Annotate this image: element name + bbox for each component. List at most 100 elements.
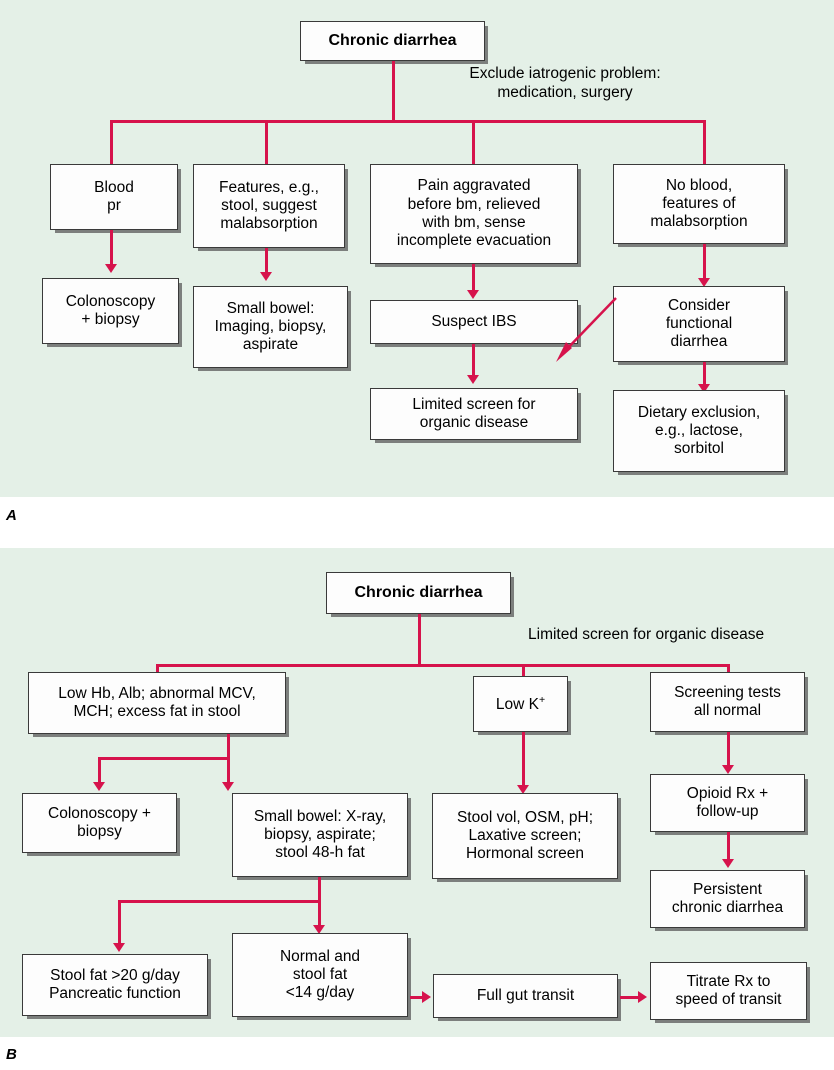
connector-lowhb-down [227,734,230,759]
node-pain-aggravated: Pain aggravated before bm, relieved with… [370,164,578,264]
node-label: Full gut transit [476,986,575,1004]
connector-branch-3-b [727,664,730,678]
arrowhead-lowk-to-stoolvol [517,785,529,794]
connector-distributor-b [156,664,728,667]
node-label-line-2: follow-up [696,803,759,820]
connector-lowk-to-stoolvol [522,732,525,788]
node-consider-functional-diarrhea: Consider functional diarrhea [613,286,785,362]
node-label-line-1: Normal and [279,947,361,965]
connector-distributor-a [110,120,705,123]
annotation-limited-screen-b: Limited screen for organic disease [528,626,828,645]
arrowhead-consider-to-dietary [698,384,710,393]
node-colonoscopy-biopsy-b: Colonoscopy + biopsy [22,793,177,853]
node-persistent-chronic-diarrhea: Persistent chronic diarrhea [650,870,805,928]
node-label-line-1: Persistent [693,880,762,898]
node-titrate-rx: Titrate Rx to speed of transit [650,962,807,1020]
connector-branch-2-a [265,120,268,164]
node-stool-vol-osm-ph: Stool vol, OSM, pH; Laxative screen; Hor… [432,793,618,879]
node-label-line-2: organic disease [419,414,529,431]
node-low-hb-alb: Low Hb, Alb; abnormal MCV, MCH; excess f… [28,672,286,734]
superscript-plus: + [538,693,546,706]
node-dietary-exclusion: Dietary exclusion, e.g., lactose, sorbit… [613,390,785,472]
connector-smallbowel-to-stoolfat [118,900,121,946]
arrowhead-features-to-smallbowel [260,272,272,281]
panel-label-a: A [6,507,17,524]
connector-smallbowel-down [318,877,321,903]
node-label-line-1: Titrate Rx to [686,972,771,990]
node-label-line-2: all normal [693,702,762,719]
node-screening-tests-normal: Screening tests all normal [650,672,805,732]
connector-branch-1-b [156,664,159,674]
connector-trunk-a [392,61,395,122]
node-label: Suspect IBS [431,312,517,330]
node-label-line-2: stool, suggest [221,196,317,214]
node-stool-fat-high: Stool fat >20 g/day Pancreatic function [22,954,208,1016]
node-label-line-2: e.g., lactose, [655,421,743,439]
node-chronic-diarrhea-a: Chronic diarrhea [300,21,485,61]
connector-smallbowel-split-bar [118,900,321,903]
panel-label-b: B [6,1046,17,1063]
annotation-exclude-iatrogenic: Exclude iatrogenic problem: medication, … [400,65,730,102]
node-label-line-3: diarrhea [670,333,728,351]
connector-pain-to-ibs [472,264,475,294]
node-full-gut-transit: Full gut transit [433,974,618,1018]
arrowhead-lowhb-to-colonoscopy [93,782,105,791]
node-label-line-2: biopsy [77,823,122,840]
node-label-line-1: Blood [94,178,134,196]
node-label-line-3: malabsorption [220,215,318,233]
node-label-line-1: Colonoscopy + [48,804,151,822]
connector-smallbowel-to-normal [318,900,321,928]
connector-branch-2-b [522,664,525,678]
arrowhead-normal-to-fullgut [422,991,431,1003]
node-label-line-3: Hormonal screen [465,845,584,863]
node-label-line-1: Pain aggravated [417,177,531,195]
connector-opioid-to-persistent [727,832,730,862]
node-label-line-1: Dietary exclusion, [637,403,761,421]
panel-a: Chronic diarrhea Exclude iatrogenic prob… [0,0,834,497]
node-label-line-1: Stool fat >20 g/day [50,966,180,984]
node-suspect-ibs: Suspect IBS [370,300,578,344]
node-label-line-1: Colonoscopy [65,292,156,310]
node-label-line-2: functional [665,314,733,332]
node-label-text: Low K [495,695,539,713]
node-label-line-2: Imaging, biopsy, [214,317,327,335]
node-label-line-2: chronic diarrhea [671,899,784,916]
node-label-line-2: Laxative screen; [468,826,582,844]
node-label-line-1: Limited screen for [412,395,536,413]
node-chronic-diarrhea-b: Chronic diarrhea [326,572,511,614]
node-label-line-3: sorbitol [674,440,724,458]
node-normal-stool-fat: Normal and stool fat <14 g/day [232,933,408,1017]
node-label-line-1: Small bowel: [226,299,315,317]
connector-normal-to-fullgut [410,996,424,999]
arrowhead-noblood-to-consider [698,278,710,287]
arrowhead-blood-to-colonoscopy [105,264,117,273]
arrowhead-pain-to-ibs [467,290,479,299]
arrowhead-smallbowel-to-normal [313,925,325,934]
node-label-line-4: incomplete evacuation [396,232,552,250]
node-label-line-3: malabsorption [650,213,748,231]
connector-lowhb-to-colonoscopy [98,757,101,785]
arrowhead-fullgut-to-titrate [638,991,647,1003]
connector-fullgut-to-titrate [620,996,638,999]
node-label-line-1: Stool vol, OSM, pH; [456,808,594,826]
node-label-line-2: pr [107,197,121,214]
panel-b: Chronic diarrhea Limited screen for orga… [0,548,834,1037]
node-label-line-1: No blood, [665,176,733,194]
node-small-bowel-a: Small bowel: Imaging, biopsy, aspirate [193,286,348,368]
node-small-bowel-b: Small bowel: X-ray, biopsy, aspirate; st… [232,793,408,877]
node-label-line-1: Small bowel: X-ray, [253,807,387,825]
node-label-line-2: speed of transit [675,991,782,1008]
node-label-line-1: Screening tests [674,683,781,701]
arrowhead-screening-to-opioid [722,765,734,774]
node-colonoscopy-biopsy-a: Colonoscopy + biopsy [42,278,179,344]
node-low-potassium: Low K+ [473,676,568,732]
node-opioid-rx: Opioid Rx + follow-up [650,774,805,832]
connector-diagonal-consider-to-limited [556,297,617,362]
arrowhead-lowhb-to-smallbowel [222,782,234,791]
connector-ibs-to-limited-screen [472,344,475,378]
connector-lowhb-split-bar [98,757,230,760]
connector-noblood-to-consider [703,244,706,282]
node-label-line-2: features of [662,194,736,212]
node-label-line-1: Opioid Rx + [686,784,769,802]
